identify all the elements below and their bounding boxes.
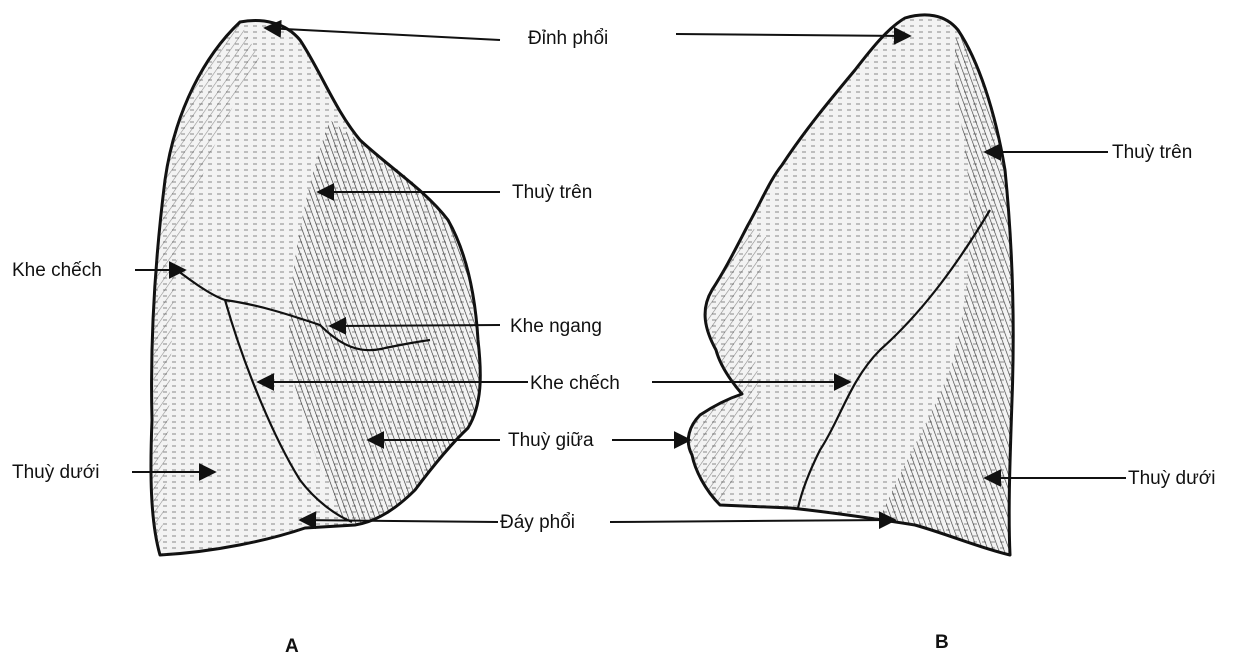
label-lower-lobe-a: Thuỳ dưới: [12, 462, 100, 483]
horizontal-fissure-pointer: [330, 325, 500, 326]
panel-label-a: A: [285, 636, 299, 657]
lung-b: [688, 15, 1013, 555]
label-oblique-fissure-left: Khe chếch: [12, 260, 102, 281]
label-upper-lobe-a: Thuỳ trên: [512, 182, 592, 203]
label-apex: Đỉnh phổi: [528, 28, 608, 49]
panel-label-b: B: [935, 632, 949, 653]
label-lower-lobe-b: Thuỳ dưới: [1128, 468, 1216, 489]
base-pointer-b: [610, 520, 895, 522]
label-upper-lobe-b: Thuỳ trên: [1112, 142, 1192, 163]
label-base: Đáy phổi: [500, 512, 575, 533]
apex-pointer-b: [676, 34, 910, 36]
label-middle-lobe: Thuỳ giữa: [508, 430, 594, 451]
lung-a: [151, 21, 480, 555]
label-horizontal-fissure: Khe ngang: [510, 316, 602, 337]
label-oblique-fissure-center: Khe chếch: [530, 373, 620, 394]
